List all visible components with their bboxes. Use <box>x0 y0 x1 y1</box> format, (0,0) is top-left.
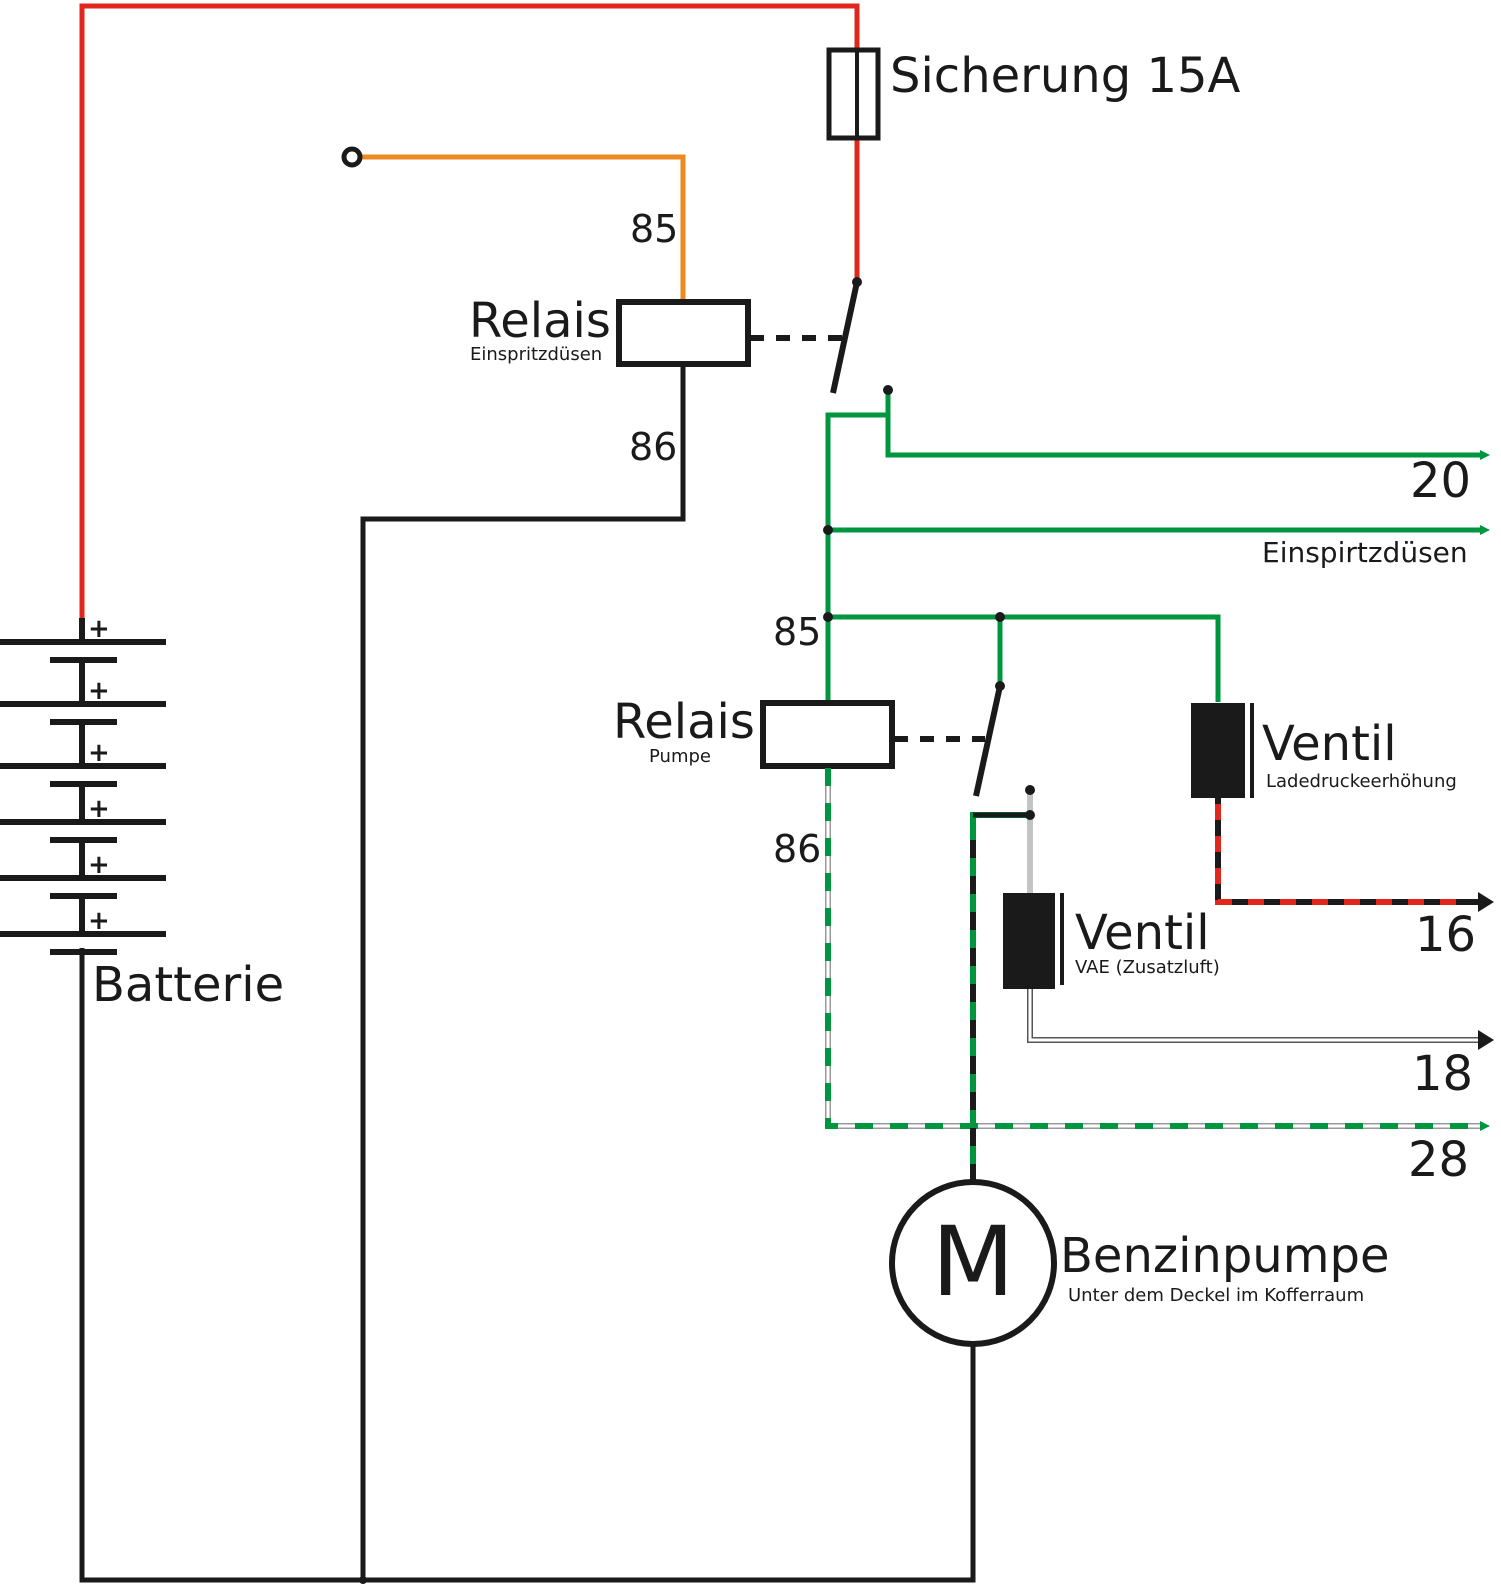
svg-text:+: + <box>88 614 110 644</box>
output-20-label: 20 <box>1410 453 1471 509</box>
valve-boost-subtitle: Ladedruckeerhöhung <box>1266 771 1457 792</box>
relay-pump-pin-85: 85 <box>773 610 821 654</box>
battery-label: Batterie <box>92 957 284 1013</box>
valve-vae-subtitle: VAE (Zusatzluft) <box>1075 957 1220 978</box>
relay-pump-coil <box>760 700 895 769</box>
fuse-icon <box>826 47 881 141</box>
ignition-terminal-icon <box>341 146 363 168</box>
pump-title: Benzinpumpe <box>1060 1228 1389 1284</box>
output-28-label: 28 <box>1408 1132 1469 1188</box>
svg-text:+: + <box>88 794 110 824</box>
output-18-label: 18 <box>1412 1046 1473 1102</box>
relay-injectors-pin-85: 85 <box>630 207 678 251</box>
fuse-label: Sicherung 15A <box>890 48 1241 104</box>
relay-injectors-subtitle: Einspritzdüsen <box>470 344 602 365</box>
wire-pump-feed <box>970 812 1030 1182</box>
pump-motor-icon <box>889 1179 1057 1347</box>
relay-injectors-coil <box>616 299 751 367</box>
wire-output-16 <box>1215 798 1494 912</box>
relay-pump-pin-86: 86 <box>773 827 821 871</box>
relay-injectors-switch <box>830 281 860 394</box>
battery-icon <box>0 618 166 955</box>
wire-battery-plus <box>79 3 860 618</box>
svg-text:+: + <box>88 906 110 936</box>
relay-pump-subtitle: Pumpe <box>649 746 711 767</box>
relay-injectors-title: Relais <box>469 293 611 349</box>
valve-boost-title: Ventil <box>1262 716 1397 772</box>
svg-text:+: + <box>88 676 110 706</box>
svg-text:+: + <box>88 738 110 768</box>
pump-subtitle: Unter dem Deckel im Kofferraum <box>1068 1285 1364 1306</box>
battery-plus-markers: + + + + + + <box>88 614 110 936</box>
wire-ground <box>79 366 976 1583</box>
valve-vae-icon <box>1003 893 1055 989</box>
wire-ignition <box>360 154 686 300</box>
valve-boost-icon <box>1191 703 1245 798</box>
output-16-label: 16 <box>1415 907 1476 963</box>
relay-pump-title: Relais <box>613 694 755 750</box>
svg-text:+: + <box>88 850 110 880</box>
output-injectors-label: Einspirtzdüsen <box>1262 536 1468 569</box>
relay-injectors-pin-86: 86 <box>629 425 677 469</box>
valve-vae-title: Ventil <box>1075 905 1210 961</box>
relay-pump-switch <box>973 685 1003 797</box>
wire-switched <box>825 392 1490 702</box>
wire-output-28 <box>825 768 1490 1131</box>
pump-motor-symbol: M <box>932 1206 1015 1318</box>
wire-output-18 <box>1027 989 1494 1050</box>
